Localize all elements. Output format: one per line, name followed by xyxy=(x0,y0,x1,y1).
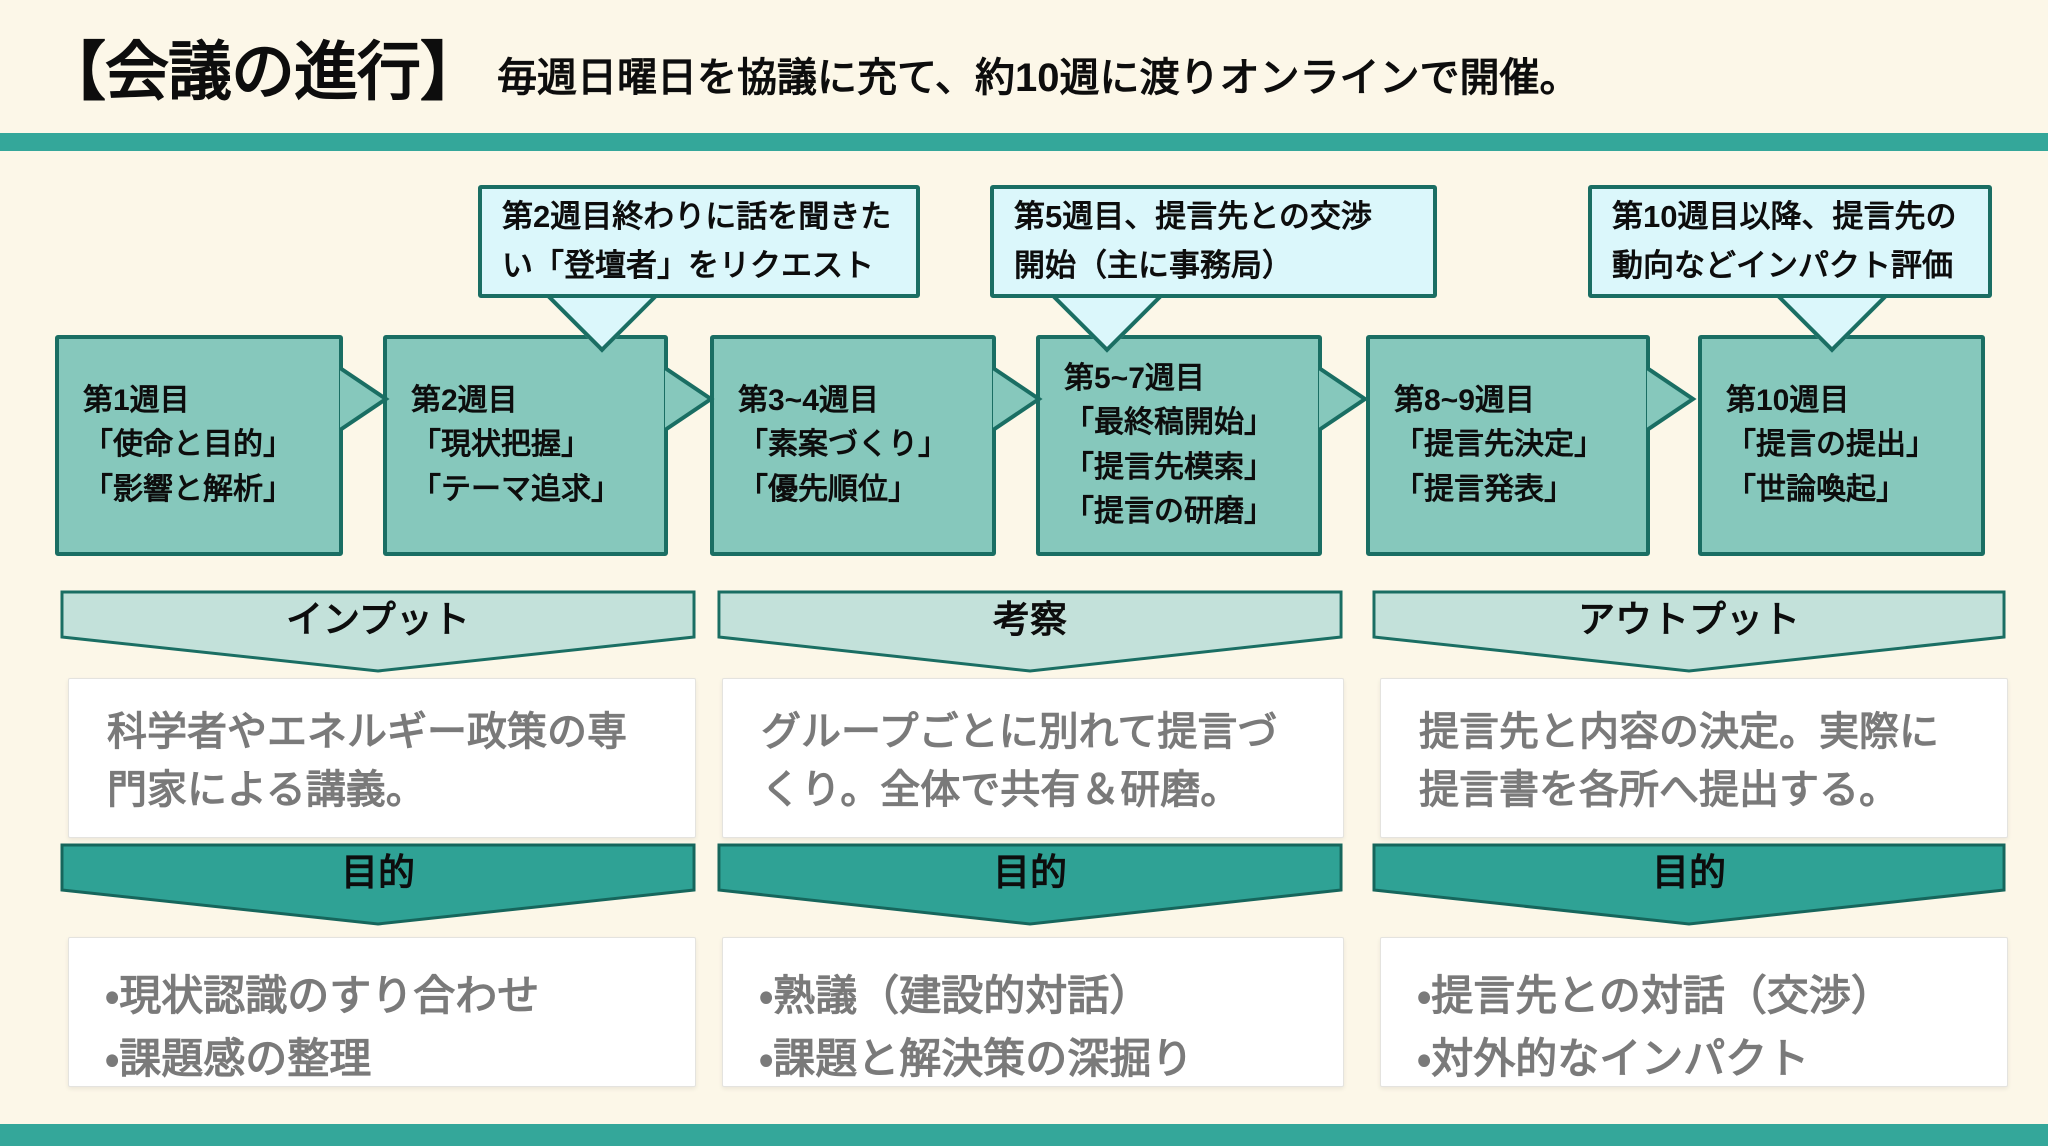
ribbon-purpose-1: 目的 xyxy=(60,843,696,927)
description-card-consideration: グループごとに別れて提言づ くり。全体で共有＆研磨。 xyxy=(722,678,1344,838)
ribbon-pennant-shape xyxy=(717,590,1343,673)
ribbon-pennant-shape xyxy=(1372,590,2006,673)
callout-week2-speakers: 第2週目終わりに話を聞きた い「登壇者」をリクエスト xyxy=(478,185,920,298)
week-box-5-7: 第5~7週目 「最終稿開始」 「提言先模索」 「提言の研磨」 xyxy=(1036,335,1322,556)
ribbon-consideration-label: 考察 xyxy=(993,599,1067,640)
ribbon-purpose-2-label: 目的 xyxy=(993,852,1067,893)
flow-arrow-icon xyxy=(338,366,390,432)
callout-week5-negotiation: 第5週目、提言先との交渉 開始（主に事務局） xyxy=(990,185,1437,298)
header: 【会議の進行】 毎週日曜日を協議に充て、約10週に渡りオンラインで開催。 xyxy=(42,0,1580,133)
ribbon-input-label: インプット xyxy=(286,599,470,640)
ribbon-purpose-3-label: 目的 xyxy=(1652,852,1726,893)
footer-bar xyxy=(0,1124,2048,1146)
flow-arrow-icon xyxy=(1317,366,1369,432)
week-box-10: 第10週目 「提言の提出」 「世論喚起」 xyxy=(1698,335,1985,556)
purpose-card-2: ・熟議（建設的対話） ・課題と解決策の深掘り xyxy=(722,937,1344,1087)
week-box-8-9: 第8~9週目 「提言先決定」 「提言発表」 xyxy=(1366,335,1650,556)
ribbon-purpose-2: 目的 xyxy=(717,843,1343,927)
purpose-card-1: ・現状認識のすり合わせ ・課題感の整理 xyxy=(68,937,696,1087)
flow-arrow-icon xyxy=(991,366,1043,432)
ribbon-pennant-shape xyxy=(717,843,1343,926)
flow-arrow-icon xyxy=(1645,366,1697,432)
page-subtitle: 毎週日曜日を協議に充て、約10週に渡りオンラインで開催。 xyxy=(497,55,1580,100)
ribbon-purpose-3: 目的 xyxy=(1372,843,2006,927)
purpose-card-3: ・提言先との対話（交渉） ・対外的なインパクト xyxy=(1380,937,2008,1087)
ribbon-pennant-shape xyxy=(60,843,696,926)
week-box-1: 第1週目 「使命と目的」 「影響と解析」 xyxy=(55,335,343,556)
description-card-input: 科学者やエネルギー政策の専 門家による講義。 xyxy=(68,678,696,838)
header-divider-bar xyxy=(0,133,2048,151)
week-box-3-4: 第3~4週目 「素案づくり」 「優先順位」 xyxy=(710,335,996,556)
callout-week10-impact: 第10週目以降、提言先の 動向などインパクト評価 xyxy=(1588,185,1992,298)
ribbon-output: アウトプット xyxy=(1372,590,2006,674)
ribbon-purpose-1-label: 目的 xyxy=(341,852,415,893)
page-title: 【会議の進行】 xyxy=(42,35,484,108)
ribbon-pennant-shape xyxy=(1372,843,2006,926)
ribbon-input: インプット xyxy=(60,590,696,674)
week-box-2: 第2週目 「現状把握」 「テーマ追求」 xyxy=(383,335,668,556)
ribbon-output-label: アウトプット xyxy=(1578,599,1800,640)
description-card-output: 提言先と内容の決定。実際に 提言書を各所へ提出する。 xyxy=(1380,678,2008,838)
flow-arrow-icon xyxy=(663,366,715,432)
ribbon-consideration: 考察 xyxy=(717,590,1343,674)
ribbon-pennant-shape xyxy=(60,590,696,673)
